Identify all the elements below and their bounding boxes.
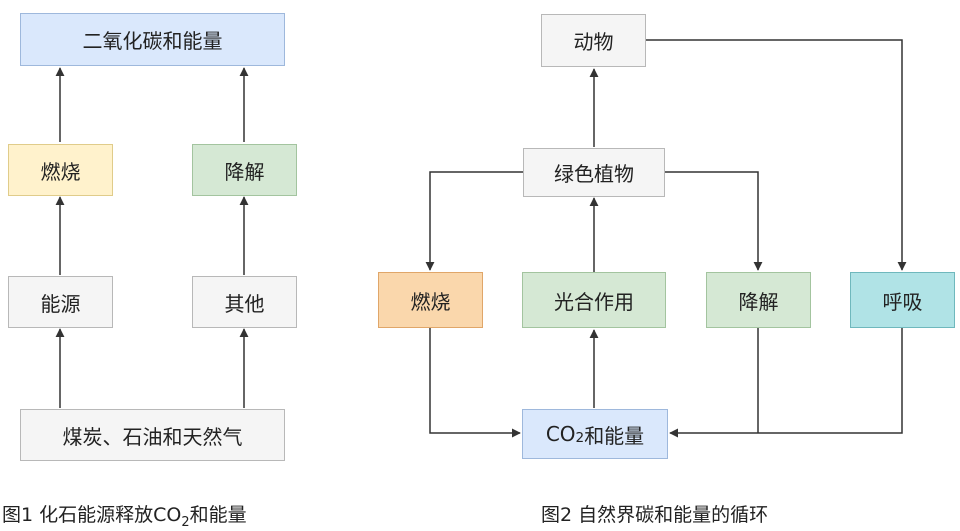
figure1-caption-suffix: 和能量 (189, 504, 247, 526)
node-burn-cycle: 燃烧 (378, 272, 483, 328)
figure1-caption-prefix: 图1 化石能源释放CO (2, 504, 182, 526)
co2-prefix: CO (545, 422, 576, 446)
figure1-caption: 图1 化石能源释放CO2和能量 (2, 500, 247, 530)
figure2-caption: 图2 自然界碳和能量的循环 (541, 504, 769, 526)
node-respiration: 呼吸 (850, 272, 955, 328)
node-fossil-fuels: 煤炭、石油和天然气 (20, 409, 285, 461)
node-co2-energy: 二氧化碳和能量 (20, 13, 285, 66)
node-green-plant: 绿色植物 (523, 148, 665, 197)
node-other: 其他 (192, 276, 297, 328)
co2-suffix: 和能量 (584, 423, 645, 448)
node-animal: 动物 (541, 14, 646, 67)
node-photosynthesis: 光合作用 (522, 272, 666, 328)
node-burn: 燃烧 (8, 144, 113, 196)
node-decompose-cycle: 降解 (706, 272, 811, 328)
figure1-caption-subscript: 2 (181, 514, 190, 530)
arrow-plant-to-decompose (665, 171, 763, 271)
node-decompose: 降解 (192, 144, 297, 196)
arrow-burn-to-co2 (429, 328, 521, 438)
arrow-respiration-to-co2 (669, 328, 903, 438)
node-energy-source: 能源 (8, 276, 113, 328)
arrow-plant-to-burn (425, 171, 523, 271)
arrow-animal-to-respiration (646, 39, 907, 271)
co2-subscript: 2 (575, 430, 585, 446)
